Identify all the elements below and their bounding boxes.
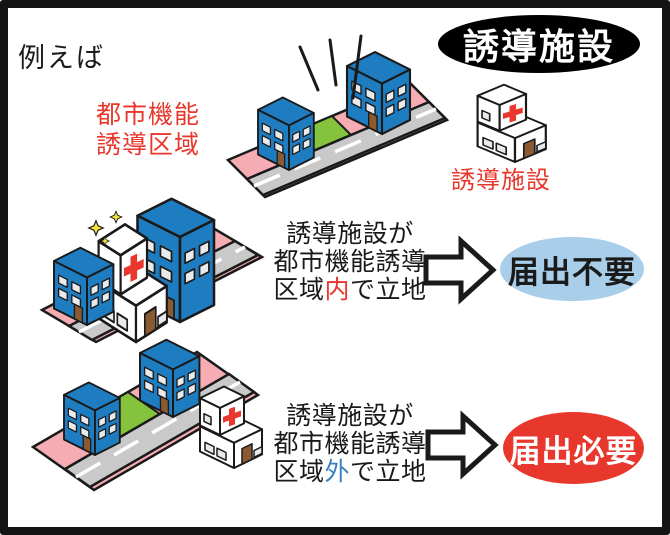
case-line: 誘導施設が (286, 402, 414, 430)
case-inside-text: 誘導施設が 都市機能誘導 区域内で立地 (260, 220, 440, 304)
badge-label: 誘導施設 (462, 26, 615, 67)
building-icon (63, 381, 121, 456)
result-arrow-outside (425, 410, 499, 480)
zone-label-line2: 誘導区域 (95, 131, 200, 159)
highlight-outside: 外 (324, 458, 350, 486)
page-title: 例えば (18, 43, 105, 73)
hospital-icon (476, 83, 547, 164)
zone-label-line1: 都市機能 (95, 101, 200, 129)
badge-yudo-shisetsu: 誘導施設 (438, 15, 640, 73)
result-arrow-inside (423, 235, 497, 305)
case-line: 都市機能誘導 (273, 248, 427, 276)
highlight-inside: 内 (324, 276, 350, 304)
zone-overview-illustration (225, 34, 450, 199)
building-icon (139, 338, 201, 418)
result-badge-no-notification: 届出不要 (500, 237, 644, 301)
case-line: 都市機能誘導 (273, 430, 427, 458)
facility-inside-illustration (39, 197, 265, 344)
facility-label: 誘導施設 (451, 167, 551, 194)
emphasis-lines-icon (298, 34, 363, 100)
block-arrow-right-icon (423, 235, 497, 305)
case-line-suffix: で立地 (350, 276, 427, 304)
case-line: 区域外で立地 (260, 458, 440, 486)
building-icon (53, 246, 115, 326)
result-label: 届出必要 (509, 433, 638, 469)
zone-label: 都市機能 誘導区域 (82, 100, 214, 160)
case-line: 区域内で立地 (260, 276, 440, 304)
case-outside-text: 誘導施設が 都市機能誘導 区域外で立地 (260, 402, 440, 486)
facility-outside-illustration (30, 338, 263, 492)
case-line: 誘導施設が (286, 220, 414, 248)
case-line-suffix: で立地 (350, 458, 427, 486)
road-centerline (253, 107, 437, 188)
induction-facility-icon (476, 83, 547, 164)
case-line-prefix: 区域 (273, 276, 325, 304)
block-arrow-right-icon (425, 410, 499, 480)
result-label: 届出不要 (508, 254, 636, 290)
building-icon (257, 96, 315, 171)
result-badge-notification-required: 届出必要 (503, 412, 644, 484)
case-line-prefix: 区域 (273, 458, 325, 486)
